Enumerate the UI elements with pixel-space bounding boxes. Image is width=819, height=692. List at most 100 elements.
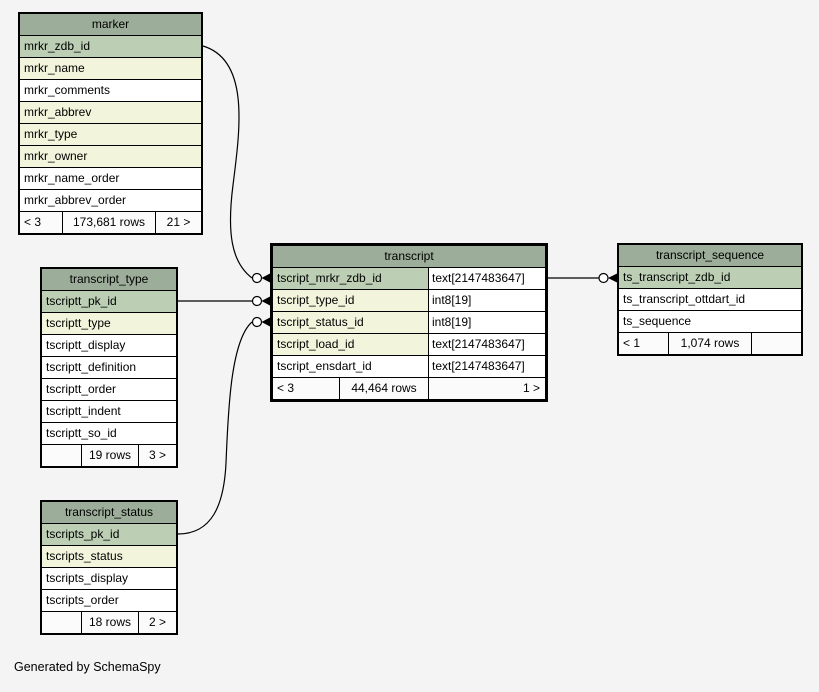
column-name: mrkr_abbrev (20, 102, 201, 123)
column-name: mrkr_comments (20, 80, 201, 101)
column-name: mrkr_zdb_id (20, 36, 201, 57)
footer-row-count: 19 rows (81, 445, 139, 466)
footer-row-count: 18 rows (81, 612, 139, 633)
column-row-mrkr_type: mrkr_type (20, 123, 201, 145)
footer-row-count: 1,074 rows (668, 333, 752, 354)
column-row-mrkr_abbrev: mrkr_abbrev (20, 101, 201, 123)
column-row-mrkr_zdb_id: mrkr_zdb_id (20, 35, 201, 57)
column-name: mrkr_type (20, 124, 201, 145)
column-row-tscripts_display: tscripts_display (42, 567, 176, 589)
crow-foot-circle-icon (251, 295, 263, 307)
footer-related-right: 2 > (148, 615, 166, 629)
column-row-tscriptt_pk_id: tscriptt_pk_id (42, 290, 176, 312)
column-name: tscript_load_id (273, 334, 428, 355)
column-row-tscriptt_indent: tscriptt_indent (42, 400, 176, 422)
column-row-tscriptt_display: tscriptt_display (42, 334, 176, 356)
column-name: mrkr_name_order (20, 168, 201, 189)
table-title-marker[interactable]: marker (20, 14, 201, 35)
table-footer: 19 rows 3 > (42, 444, 176, 466)
footer-related-right: 1 > (522, 381, 540, 395)
crow-foot-arrow-icon (261, 273, 270, 283)
crow-foot-circle-icon (598, 272, 609, 284)
column-name: ts_transcript_ottdart_id (619, 289, 801, 310)
column-row-tscriptt_definition: tscriptt_definition (42, 356, 176, 378)
column-row-tscripts_pk_id: tscripts_pk_id (42, 523, 176, 545)
footer-related-left (42, 445, 81, 466)
footer-related-left (42, 612, 81, 633)
footer-related-right: 3 > (148, 448, 166, 462)
column-row-tscriptt_order: tscriptt_order (42, 378, 176, 400)
column-name: ts_sequence (619, 311, 801, 332)
column-row-ts_sequence: ts_sequence (619, 310, 801, 332)
column-name: mrkr_owner (20, 146, 201, 167)
column-row-tscripts_order: tscripts_order (42, 589, 176, 611)
footer-row-count: 173,681 rows (62, 212, 156, 233)
column-name: mrkr_name (20, 58, 201, 79)
column-name: tscripts_pk_id (42, 524, 176, 545)
column-type: int8[19] (428, 290, 545, 311)
relationship-line-marker-transcript (202, 45, 253, 279)
column-row-tscriptt_so_id: tscriptt_so_id (42, 422, 176, 444)
footer-related-right: 21 > (166, 215, 191, 229)
table-title-transcript_status[interactable]: transcript_status (42, 502, 176, 523)
footer-related-right (752, 333, 801, 354)
column-name: tscripts_display (42, 568, 176, 589)
column-type: int8[19] (428, 312, 545, 333)
column-name: tscriptt_order (42, 379, 176, 400)
column-row-mrkr_owner: mrkr_owner (20, 145, 201, 167)
column-row-tscripts_status: tscripts_status (42, 545, 176, 567)
column-row-tscriptt_type: tscriptt_type (42, 312, 176, 334)
column-name: tscriptt_definition (42, 357, 176, 378)
crow-foot-arrow-icon (261, 317, 270, 327)
crow-foot-circle-icon (251, 272, 263, 284)
table-footer: 18 rows 2 > (42, 611, 176, 633)
column-row-mrkr_name: mrkr_name (20, 57, 201, 79)
column-name: mrkr_abbrev_order (20, 190, 201, 211)
table-title-transcript_type[interactable]: transcript_type (42, 269, 176, 290)
column-name: tscript_status_id (273, 312, 428, 333)
crow-foot-circle-icon (251, 316, 263, 328)
column-type: text[2147483647] (428, 268, 545, 289)
crow-foot-arrow-icon (608, 273, 617, 283)
column-row-ts_transcript_zdb_id: ts_transcript_zdb_id (619, 266, 801, 288)
column-name: ts_transcript_zdb_id (619, 267, 801, 288)
generated-by-note: Generated by SchemaSpy (14, 660, 161, 674)
table-footer: < 3 173,681 rows 21 > (20, 211, 201, 233)
column-name: tscriptt_so_id (42, 423, 176, 444)
footer-related-left: < 3 (24, 215, 42, 229)
table-title-transcript_sequence[interactable]: transcript_sequence (619, 245, 801, 266)
crow-foot-arrow-icon (261, 296, 270, 306)
column-name: tscripts_status (42, 546, 176, 567)
column-name: tscriptt_display (42, 335, 176, 356)
column-row-mrkr_comments: mrkr_comments (20, 79, 201, 101)
column-name: tscript_ensdart_id (273, 356, 428, 377)
column-row-ts_transcript_ottdart_id: ts_transcript_ottdart_id (619, 288, 801, 310)
column-type: text[2147483647] (428, 334, 545, 355)
column-name: tscripts_order (42, 590, 176, 611)
table-title-transcript[interactable]: transcript (273, 246, 545, 267)
relationship-line-status-transcript (177, 321, 253, 535)
column-name: tscript_mrkr_zdb_id (273, 268, 428, 289)
table-footer: < 1 1,074 rows (619, 332, 801, 354)
column-name: tscriptt_type (42, 313, 176, 334)
footer-related-left: < 1 (623, 336, 641, 350)
footer-row-count: 44,464 rows (339, 378, 429, 399)
column-name: tscriptt_pk_id (42, 291, 176, 312)
column-row-mrkr_abbrev_order: mrkr_abbrev_order (20, 189, 201, 211)
table-footer: < 3 44,464 rows 1 > (273, 377, 545, 399)
footer-related-left: < 3 (277, 381, 295, 395)
column-name: tscript_type_id (273, 290, 428, 311)
column-name: tscriptt_indent (42, 401, 176, 422)
column-type: text[2147483647] (428, 356, 545, 377)
